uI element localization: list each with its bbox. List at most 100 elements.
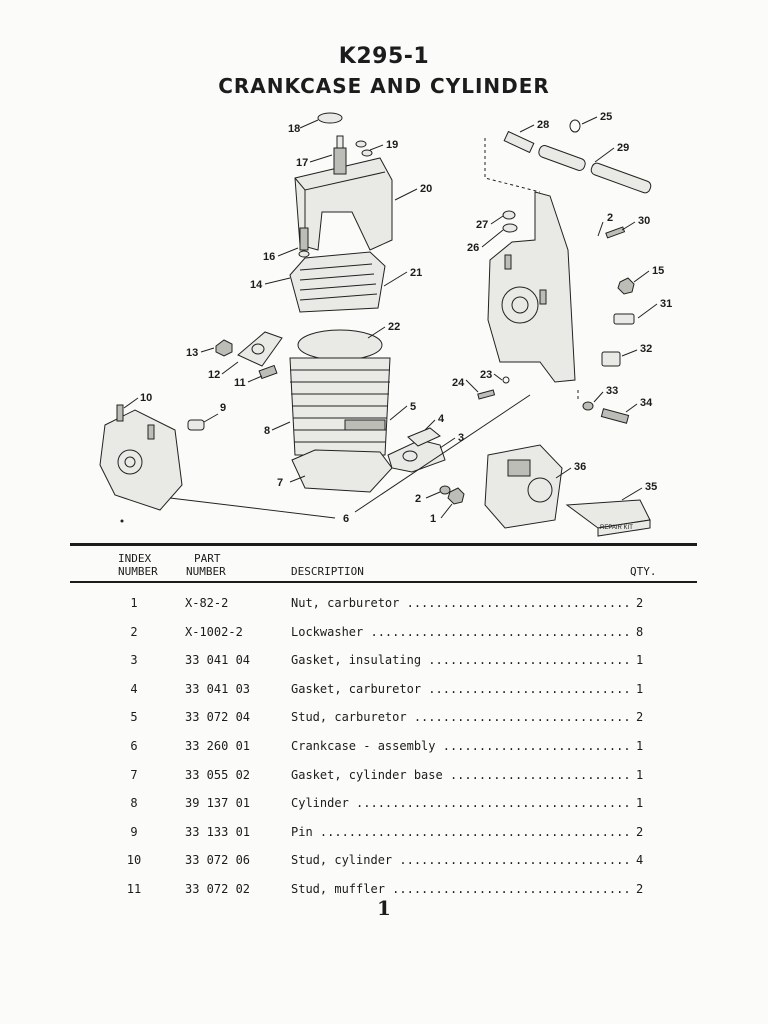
table-row: 2 X-1002-2 Lockwasher ....................…	[0, 621, 768, 650]
index-cell: 5	[130, 710, 138, 725]
callout-18: 18	[288, 123, 300, 135]
part-number-cell: 33 072 04	[185, 710, 251, 725]
description-cell: Cylinder ...............................…	[291, 796, 631, 811]
exploded-parts-diagram: REPAIR KIT 18 19 1 7 20 16 14 21 22 13 12…	[99, 111, 672, 537]
callout-25: 25	[600, 111, 612, 123]
table-header-rule	[70, 581, 697, 583]
qty-cell: 8	[636, 624, 644, 639]
index-cell: 7	[130, 767, 138, 782]
callout-1: 1	[430, 513, 436, 525]
table-row: 4 33 041 03 Gasket, carburetor ...........…	[0, 678, 768, 707]
callout-3: 3	[458, 432, 464, 444]
callout-31: 31	[660, 298, 672, 310]
callout-15: 15	[652, 265, 664, 277]
callout-6: 6	[343, 513, 349, 525]
callout-7: 7	[277, 477, 283, 489]
callout-12: 12	[208, 369, 220, 381]
description-cell: Gasket, insulating .....................…	[291, 653, 631, 668]
table-row: 10 33 072 06 Stud, cylinder ..............…	[0, 849, 768, 878]
index-cell: 4	[130, 681, 138, 696]
repair-kit-label: REPAIR KIT	[600, 525, 633, 531]
description-cell: Crankcase - assembly ...................…	[291, 738, 631, 753]
callout-35: 35	[645, 481, 657, 493]
crankcase-right-drawing	[487, 191, 576, 383]
description-cell: Lockwasher .............................…	[291, 624, 631, 639]
index-cell: 8	[130, 796, 138, 811]
part-number-cell: 33 072 06	[185, 853, 251, 868]
callout-16: 16	[263, 251, 275, 263]
page-title: CRANKCASE AND CYLINDER	[218, 74, 550, 98]
callout-9: 9	[220, 402, 226, 414]
description-cell: Gasket, cylinder base ..................…	[291, 767, 631, 782]
callout-29: 29	[617, 142, 629, 154]
part-number-cell: 33 041 03	[185, 681, 251, 696]
callout-13: 13	[186, 347, 198, 359]
callout-22: 22	[388, 321, 400, 333]
part-number-cell: X-1002-2	[185, 624, 243, 639]
qty-cell: 2	[636, 710, 644, 725]
callout-2: 2	[415, 493, 421, 505]
callout-11: 11	[234, 377, 246, 389]
index-cell: 1	[130, 596, 138, 610]
callout-26: 26	[467, 242, 479, 254]
crankcase-left-drawing	[99, 404, 183, 511]
part-number-cell: 33 133 01	[185, 824, 251, 839]
callout-21: 21	[410, 267, 422, 279]
stray-dot	[120, 519, 124, 523]
header-qty: QTY.	[630, 565, 657, 578]
index-cell: 10	[126, 853, 142, 868]
qty-cell: 2	[636, 596, 644, 610]
description-cell: Gasket, carburetor .....................…	[291, 681, 631, 696]
callout-27: 27	[476, 219, 488, 231]
callout-19: 19	[386, 139, 398, 151]
fuel-hose-drawing	[484, 119, 652, 194]
callout-28: 28	[537, 119, 549, 131]
part-number-cell: X-82-2	[185, 596, 229, 610]
qty-cell: 1	[636, 681, 644, 696]
spark-plug-drawing	[317, 112, 373, 175]
callouts: 18 19 17 20 16 14 21 22 13 12 11 10 9 8 …	[123, 111, 672, 525]
callout-14: 14	[250, 279, 263, 291]
callout-36: 36	[574, 461, 586, 473]
callout-20: 20	[420, 183, 432, 195]
callout-32: 32	[640, 343, 652, 355]
carburetor-drawing	[484, 444, 563, 529]
table-top-rule	[70, 543, 697, 546]
header-index-line2: NUMBER	[118, 565, 158, 578]
fittings-drawing	[477, 226, 635, 424]
index-cell: 6	[130, 738, 138, 753]
description-cell: Stud, cylinder .........................…	[291, 853, 631, 868]
model-number: K295-1	[338, 44, 430, 69]
page-number: 1	[377, 896, 391, 920]
table-row: 5 33 072 04 Stud, carburetor .............…	[0, 706, 768, 735]
qty-cell: 1	[636, 738, 644, 753]
parts-table-body: 1 X-82-2 Nut, carburetor .................…	[0, 592, 768, 907]
qty-cell: 1	[636, 653, 644, 668]
callout-33: 33	[606, 385, 618, 397]
description-cell: Stud, muffler ..........................…	[291, 881, 631, 896]
index-cell: 3	[130, 653, 138, 668]
header-part: PART NUMBER	[186, 552, 226, 578]
index-cell: 2	[130, 624, 138, 639]
description-cell: Stud, carburetor .......................…	[291, 710, 631, 725]
description-cell: Nut, carburetor ........................…	[291, 596, 631, 610]
header-index-line1: INDEX	[118, 552, 152, 565]
header-part-line1: PART	[194, 552, 221, 565]
qty-cell: 1	[636, 767, 644, 782]
callout-5: 5	[410, 401, 416, 413]
callout-30: 30	[638, 215, 650, 227]
qty-cell: 4	[636, 853, 644, 868]
page-header: K295-1 CRANKCASE AND CYLINDER	[0, 42, 768, 100]
callout-24: 24	[452, 377, 465, 389]
callout-23: 23	[480, 369, 492, 381]
header-part-line2: NUMBER	[186, 565, 226, 578]
header-index: INDEX NUMBER	[118, 552, 158, 578]
part-number-cell: 33 072 02	[185, 881, 251, 896]
qty-cell: 1	[636, 796, 644, 811]
